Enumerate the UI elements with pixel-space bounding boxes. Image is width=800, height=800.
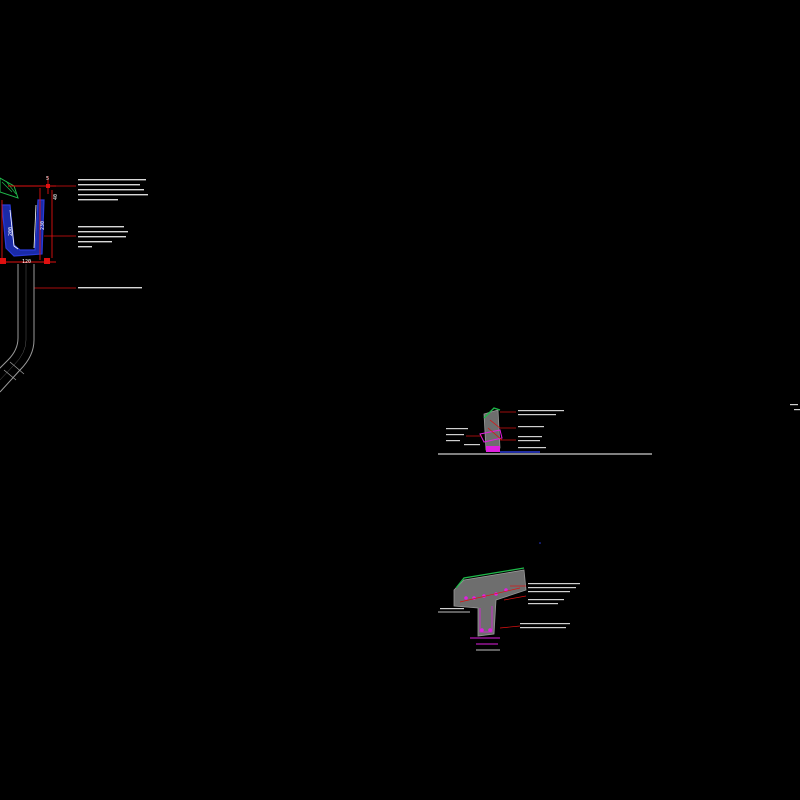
- detail-d-fragment: [790, 404, 800, 411]
- detail-a-note-2: [78, 226, 128, 248]
- detail-a-note-1: [78, 179, 148, 201]
- detail-b-notes-left: [446, 428, 480, 446]
- detail-b-notes-right: [518, 410, 564, 449]
- stray-point: [539, 542, 541, 544]
- detail-c-notes-right: [520, 583, 580, 629]
- detail-b-green-edge: [483, 407, 501, 419]
- dim-vertical-right: 230: [40, 221, 46, 230]
- detail-b-section: [438, 407, 652, 455]
- detail-a-green-hatch: [0, 177, 19, 199]
- dim-vertical-left: 200: [8, 227, 14, 236]
- dim-top: 5: [46, 176, 49, 182]
- detail-c-tbeam: [453, 569, 527, 637]
- dim-bottom: 120: [22, 259, 31, 265]
- detail-c-section: [438, 567, 580, 651]
- dim-top-right: 40: [53, 194, 59, 200]
- detail-a-section: 5 40 200 230 120: [0, 176, 148, 393]
- detail-a-note-3: [78, 287, 142, 289]
- detail-c-notes-left: [440, 608, 464, 610]
- detail-a-pipe: [0, 264, 19, 369]
